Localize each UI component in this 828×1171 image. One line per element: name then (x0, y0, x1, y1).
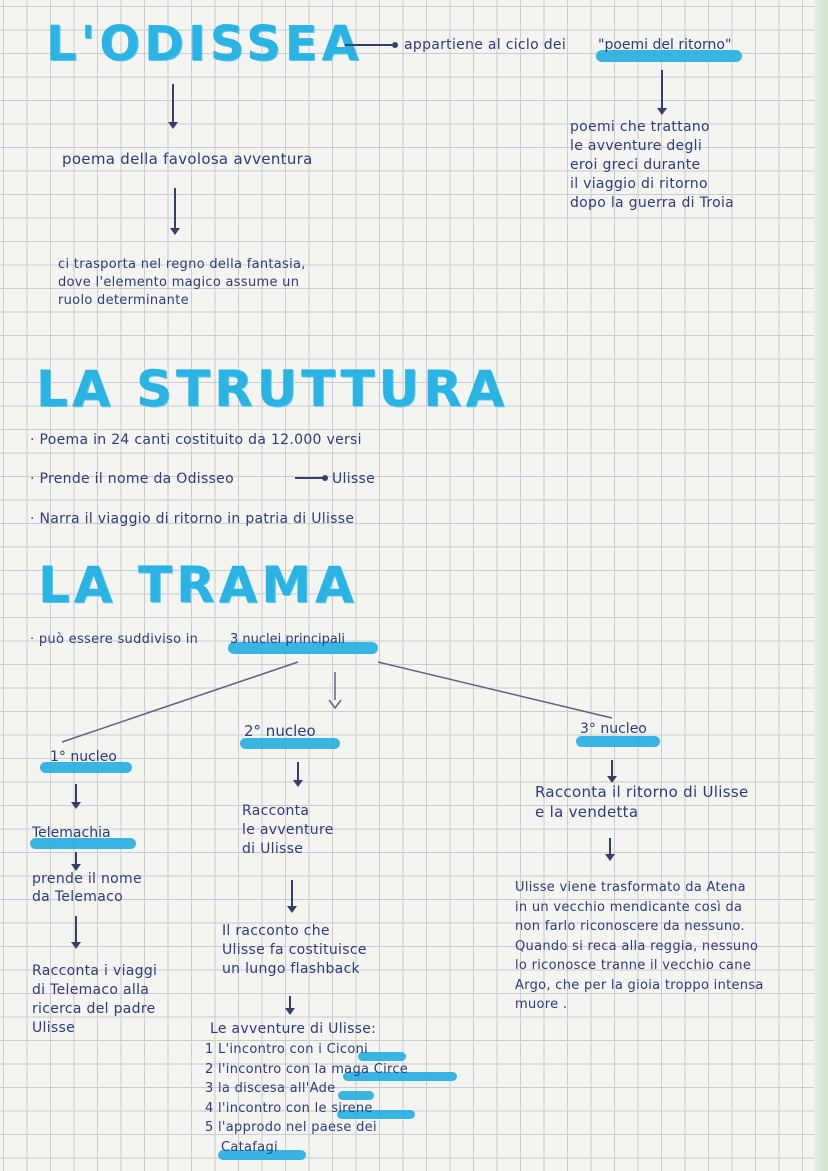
arrow-down-icon (657, 70, 667, 115)
arrow-down-icon (71, 784, 81, 809)
trama-intro: · può essere suddiviso in (30, 632, 199, 647)
nucleo2-label: 2° nucleo (244, 722, 316, 740)
arrow-down-icon (607, 760, 617, 783)
arrow-down-icon (285, 996, 295, 1015)
arrow-down-icon (287, 880, 297, 913)
branch-line-1 (61, 661, 299, 743)
list-item: Catafagi (221, 1139, 278, 1155)
ciclo-text: appartiene al ciclo dei (404, 37, 567, 53)
highlight (338, 1091, 374, 1100)
struttura-bullet: · Poema in 24 canti costituito da 12.000… (30, 432, 362, 448)
arrow-down-icon (71, 852, 81, 871)
trama-heading: LA TRAMA (38, 556, 358, 614)
highlight (596, 50, 742, 62)
arrow-down-icon (605, 838, 615, 861)
nucleo1-name: Telemachia (32, 825, 111, 841)
struttura-heading: LA STRUTTURA (36, 360, 509, 418)
list-item: 2 l'incontro con la maga Circe (205, 1061, 409, 1077)
struttura-bullet: · Prende il nome da Odisseo (30, 471, 234, 487)
nucleo1-label: 1° nucleo (50, 749, 117, 765)
highlight (343, 1072, 457, 1081)
list-item: 5 l'approdo nel paese dei (205, 1120, 377, 1135)
highlight (218, 1150, 306, 1160)
adventures-list: 1 L'incontro con i Ciconi 2 l'incontro c… (205, 1040, 408, 1157)
list-item: 3 la discesa all'Ade (205, 1081, 336, 1096)
nucleo2-list-title: Le avventure di Ulisse: (210, 1021, 377, 1037)
highlight (228, 642, 378, 654)
title: L'ODISSEA (46, 16, 363, 72)
highlight (358, 1052, 406, 1061)
ulisse-text: Ulisse (332, 471, 376, 487)
arrow-down-icon (168, 84, 178, 129)
arrow-down-icon (71, 916, 81, 949)
highlight (30, 838, 136, 849)
highlight (576, 736, 660, 747)
ciclo-highlight: "poemi del ritorno" (598, 37, 732, 53)
fantasia-text: ci trasporta nel regno della fantasia,do… (58, 257, 306, 308)
trama-highlight: 3 nuclei principali (230, 632, 346, 647)
struttura-bullet: · Narra il viaggio di ritorno in patria … (30, 511, 355, 527)
highlight (40, 762, 132, 773)
list-item: 4 l'incontro con le sirene (205, 1100, 373, 1116)
list-item: 1 L'incontro con i Ciconi (205, 1042, 369, 1057)
page-edge (814, 0, 828, 1171)
branch-line-3 (377, 661, 613, 719)
arrow-down-icon (170, 188, 180, 235)
highlight (337, 1110, 415, 1119)
nucleo3-label: 3° nucleo (580, 721, 647, 737)
poema-text: poema della favolosa avventura (62, 150, 313, 168)
highlight (240, 738, 340, 749)
arrow-down-icon (293, 762, 303, 787)
